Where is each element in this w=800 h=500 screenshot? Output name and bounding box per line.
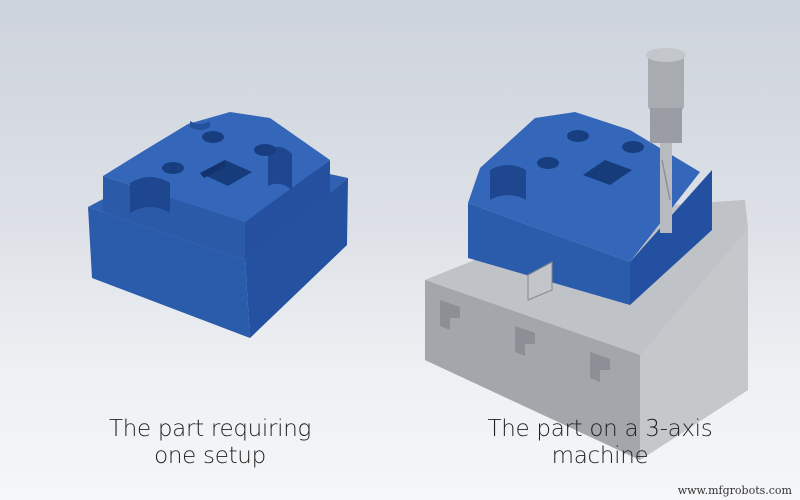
part-one-setup — [88, 112, 348, 338]
caption-line: machine — [551, 443, 649, 469]
caption-line: one setup — [154, 443, 266, 469]
caption-part-one-setup: The part requiring one setup — [80, 416, 340, 470]
caption-part-3-axis: The part on a 3-axis machine — [460, 416, 740, 470]
end-mill-spindle — [646, 48, 686, 233]
watermark: www.mfgrobots.com — [677, 484, 792, 497]
caption-line: The part on a 3-axis — [487, 416, 713, 442]
caption-line: The part requiring — [108, 416, 312, 442]
part-on-machine — [468, 112, 712, 305]
